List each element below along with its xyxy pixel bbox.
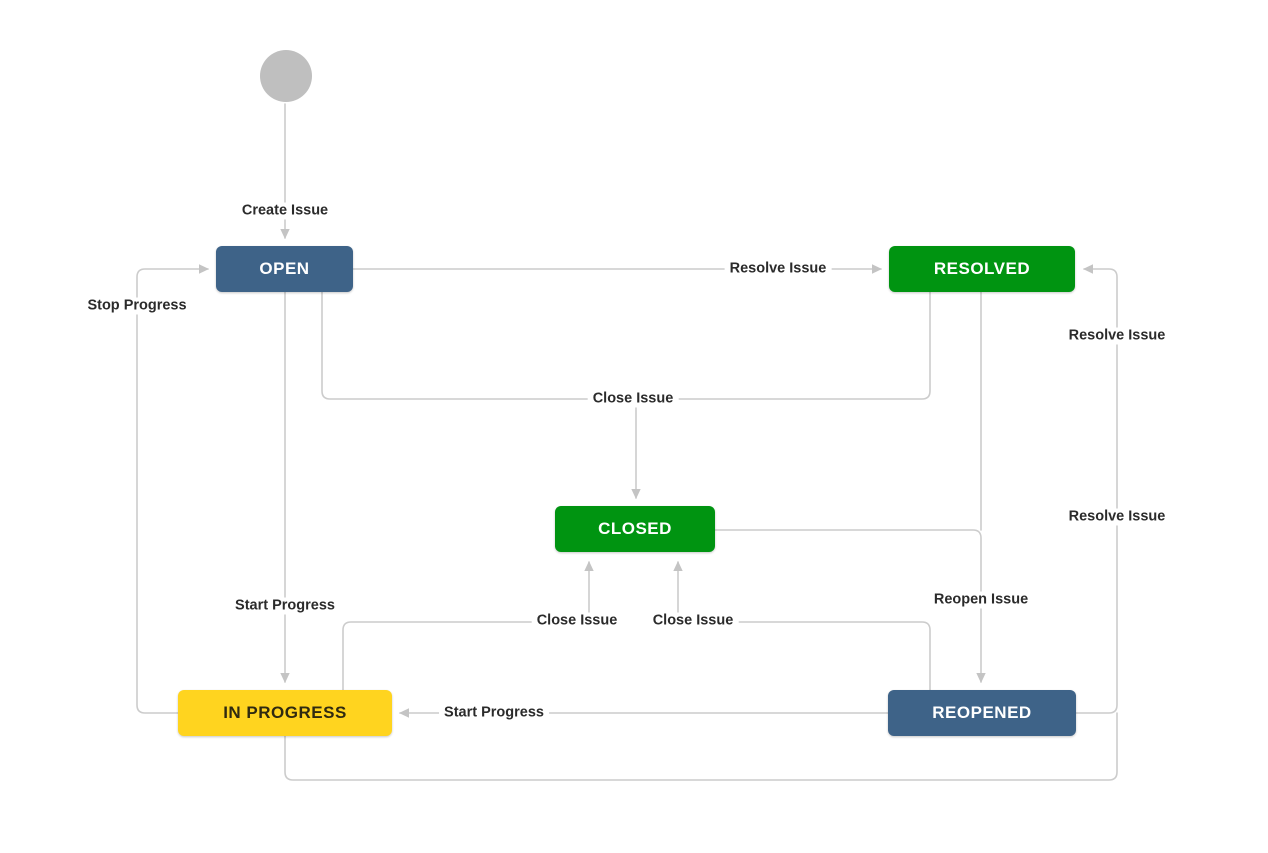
edge-label-reopen-issue: Reopen Issue [928,591,1034,609]
edge-label-start-progress: Start Progress [230,597,340,615]
state-node-open[interactable]: OPEN [216,246,353,292]
edge-label-reopened-start-progress: Start Progress [439,704,549,722]
state-node-reopened[interactable]: REOPENED [888,690,1076,736]
edge-label-in-progress-close-issue: Close Issue [531,612,623,630]
state-node-resolved-label: RESOLVED [933,259,1031,278]
edge-label-stop-progress: Stop Progress [82,297,192,315]
edge-label-reopened-close-issue: Close Issue [647,612,739,630]
state-node-reopened-label: REOPENED [932,703,1032,722]
edge-label-open-resolve-issue: Resolve Issue [724,260,832,278]
edge-reopen-issue [714,529,986,683]
state-node-open-label: OPEN [259,259,310,278]
edge-label-open-close-issue: Close Issue [587,390,679,408]
edge-resolved-close-issue [635,291,931,400]
edge-in-progress-close-issue [342,561,594,691]
state-node-closed[interactable]: CLOSED [555,506,715,552]
edge-label-create-issue: Create Issue [236,202,334,220]
edge-reopened-resolve-issue [1075,264,1118,714]
edge-stop-progress [136,264,209,714]
state-node-in-progress[interactable]: IN PROGRESS [178,690,392,736]
edge-label-in-progress-resolve-issue: Resolve Issue [1063,508,1171,526]
state-node-closed-label: CLOSED [598,519,672,538]
state-node-in-progress-label: IN PROGRESS [223,703,347,722]
edge-label-reopened-resolve-issue: Resolve Issue [1063,327,1171,345]
edge-in-progress-resolve-issue [284,712,1118,781]
state-node-resolved[interactable]: RESOLVED [889,246,1075,292]
start-node-circle [260,50,312,102]
edge-reopened-close-issue [673,561,931,691]
edge-open-close-issue [321,291,641,499]
